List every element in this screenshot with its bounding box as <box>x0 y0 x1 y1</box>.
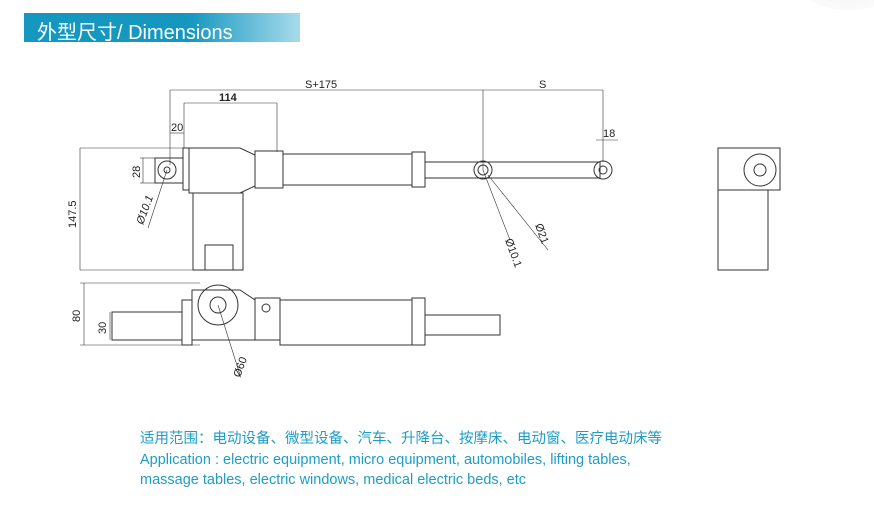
bottom-view: 80 30 Ø60 <box>71 282 501 379</box>
dim-height-28: 28 <box>131 166 143 178</box>
dim-motor-length: 114 <box>219 92 238 104</box>
application-cn: 适用范围：电动设备、微型设备、汽车、升降台、按摩床、电动窗、医疗电动床等 <box>140 431 662 447</box>
dim-offset: 20 <box>171 122 183 134</box>
dim-height-total: 147.5 <box>67 200 79 228</box>
top-view: S+175 S 114 20 18 147.5 28 Ø10.1 Ø10.1 Ø… <box>67 79 618 271</box>
application-en-line1: Application : electric equipment, micro … <box>140 452 631 468</box>
section-header: 外型尺寸/ Dimensions <box>24 13 300 44</box>
dim-width-80: 80 <box>71 310 83 322</box>
dim-hole-rear: Ø10.1 <box>134 194 156 227</box>
side-view <box>717 147 781 271</box>
dim-total-length: S+175 <box>305 79 337 91</box>
dim-stroke: S <box>539 79 546 91</box>
dim-width-30: 30 <box>97 322 109 334</box>
dim-rod-end: 18 <box>603 128 615 140</box>
section-title: 外型尺寸/ Dimensions <box>37 22 233 44</box>
corner-decoration <box>804 0 874 10</box>
dim-hole-clevis: Ø10.1 <box>502 237 524 269</box>
application-en-line2: massage tables, electric windows, medica… <box>140 472 527 488</box>
dim-motor-dia: Ø60 <box>232 355 250 379</box>
